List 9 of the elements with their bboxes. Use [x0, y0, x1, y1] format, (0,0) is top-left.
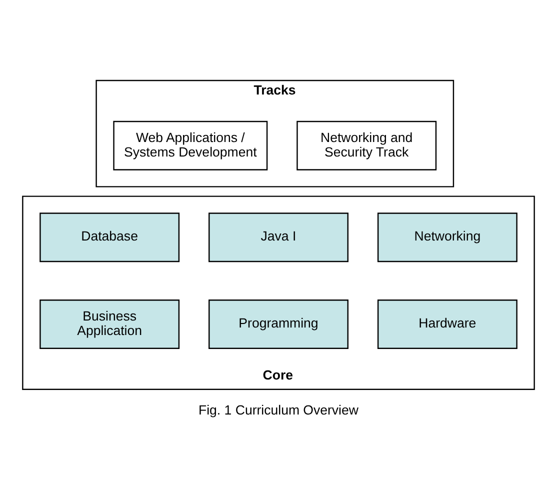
node-box: Programming	[208, 300, 348, 349]
node-box: Business Application	[40, 300, 180, 349]
node-box: Database	[40, 212, 180, 262]
node-box: Hardware	[377, 300, 518, 349]
caption: Fig. 1 Curriculum Overview	[198, 402, 358, 418]
node-box: Web Applications / Systems Development	[113, 120, 268, 170]
node-box: Networking and Security Track	[296, 120, 437, 170]
node-box: Networking	[377, 212, 518, 262]
node-box: Java I	[208, 212, 348, 262]
